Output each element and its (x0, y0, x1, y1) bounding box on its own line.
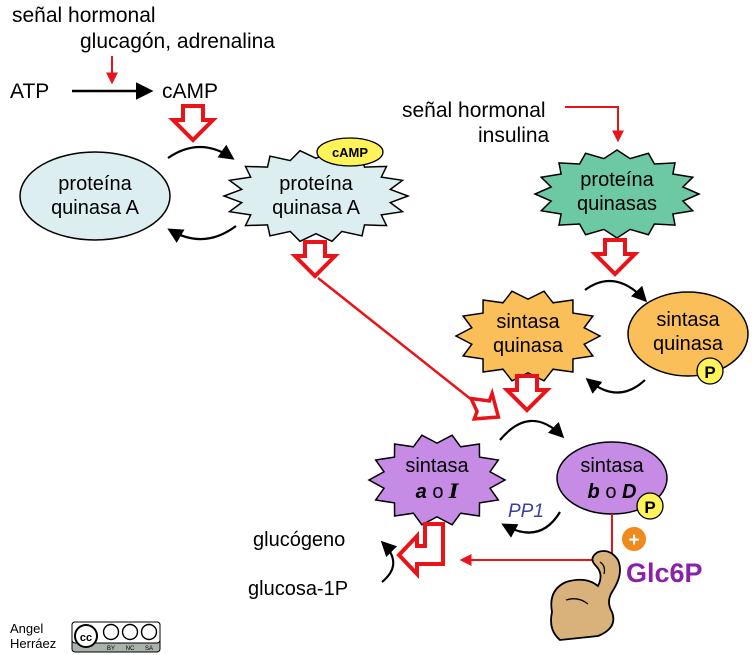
hormonal-signal-2-label: señal hormonal (402, 99, 546, 122)
cc-license-badge: cc BY NC SA (71, 621, 161, 653)
sa-icon (140, 623, 158, 641)
author-line2: Herráez (10, 636, 56, 651)
glucose1p-label: glucosa-1P (248, 578, 348, 600)
phosphate-badge-2 (636, 492, 664, 520)
svg-text:SA: SA (145, 646, 153, 652)
svg-text:NC: NC (126, 646, 135, 652)
pka-active-line1: proteína (279, 173, 353, 195)
pka-inactive-node: proteína quinasa A (19, 151, 171, 241)
insulin-label: insulina (478, 124, 550, 147)
pka-active-node: proteína quinasa A (221, 149, 411, 243)
synthase-b-line1: sintasa (580, 455, 644, 477)
pka-inhibition-block-arrowhead (468, 387, 501, 421)
hormonal-signal-label: señal hormonal (12, 4, 156, 27)
protein-kinases-line2: quinasas (577, 193, 657, 215)
pka-activation-curve-arrow (167, 144, 235, 160)
camp-activation-block-arrow (168, 104, 218, 143)
synthase-kinase-phospho-line2: quinasa (653, 333, 724, 355)
synthase-kinase-active-line2: quinasa (493, 335, 564, 357)
camp-label: cAMP (162, 80, 218, 103)
pp1-label: PP1 (508, 501, 544, 522)
insulin-red-arrow (565, 106, 624, 143)
cc-icon (74, 624, 98, 648)
synthase-b-line2: b o D (588, 481, 637, 503)
pka-deactivation-curve-arrow (167, 225, 237, 243)
pka-inactive-line1: proteína (58, 173, 132, 195)
glycogen-label: glucógeno (253, 529, 345, 551)
synthase-kinase-block-arrow (502, 374, 552, 413)
kinase-phosphorylation-curve-arrow (584, 280, 648, 303)
kinase-dephosphorylation-curve-arrow (585, 378, 646, 394)
phosphate-badge-1 (696, 357, 724, 385)
synthase-kinase-active-node: sintasa quinasa (454, 290, 602, 382)
protein-kinases-line1: proteína (580, 169, 654, 191)
author-line1: Angel (10, 621, 43, 636)
svg-text:P: P (644, 498, 655, 517)
synthase-a-line1: sintasa (405, 455, 469, 477)
camp-badge: cAMP (316, 137, 384, 167)
synthase-output-block-arrow (396, 522, 445, 580)
synthase-a-node: sintasa a o I (367, 434, 507, 526)
synthase-a-line2: a o I (416, 479, 459, 503)
svg-text:BY: BY (107, 646, 115, 652)
nc-icon (121, 623, 139, 641)
svg-text:cc: cc (80, 632, 92, 644)
pka-output-block-arrow (290, 240, 340, 279)
pka-active-line2: quinasa A (272, 197, 361, 219)
synthase-kinase-phospho-line1: sintasa (656, 309, 720, 331)
glucose1p-to-glycogen-curve-arrow (380, 540, 398, 583)
plus-activation-icon (622, 527, 646, 551)
synthase-dephosphorylation-curve-arrow (501, 511, 561, 538)
glc6p-label: Glc6P (626, 558, 703, 588)
synthase-kinase-phospho-node: sintasa quinasa P (627, 291, 749, 385)
pka-to-synthase-red-line (317, 277, 483, 409)
glucagon-adrenaline-label: glucagón, adrenalina (80, 30, 275, 53)
muscle-arm-icon (550, 550, 621, 641)
kinases-block-arrow (590, 238, 640, 277)
svg-text:cAMP: cAMP (332, 145, 368, 160)
protein-kinases-node: proteína quinasas (533, 149, 701, 239)
by-icon (102, 623, 120, 641)
svg-text:+: + (628, 530, 639, 551)
synthase-phosphorylation-curve-arrow (499, 419, 565, 441)
atp-label: ATP (10, 80, 49, 103)
svg-text:P: P (704, 363, 715, 382)
synthase-kinase-active-line1: sintasa (496, 311, 560, 333)
synthase-b-node: sintasa b o D P (556, 441, 668, 520)
pka-inactive-line2: quinasa A (51, 197, 140, 219)
